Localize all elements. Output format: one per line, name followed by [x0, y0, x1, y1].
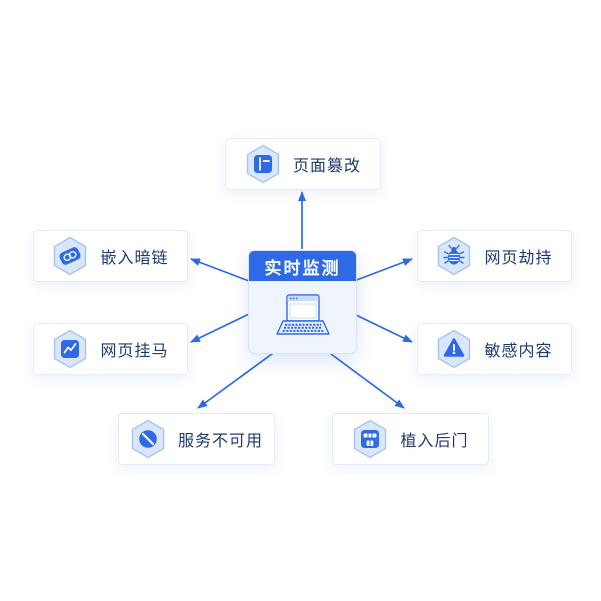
node-label: 敏感内容	[484, 343, 553, 360]
link-tag-icon	[52, 236, 88, 276]
node-page-tamper: 页面篡改	[225, 138, 381, 190]
bug-icon	[436, 236, 472, 276]
node-backdoor: 植入后门	[332, 413, 489, 465]
laptop-icon	[249, 281, 356, 353]
node-web-hijack: 网页劫持	[417, 230, 572, 282]
node-service-unavailable: 服务不可用	[118, 413, 275, 465]
arrow-to-right-upper	[353, 258, 413, 282]
arrow-to-right-lower	[353, 313, 413, 343]
node-label: 网页挂马	[100, 343, 169, 360]
ban-icon	[130, 419, 166, 459]
arrow-to-left-lower	[190, 313, 250, 343]
center-node-title: 实时监测	[249, 251, 356, 281]
arrow-to-left-upper	[190, 258, 250, 282]
node-label: 植入后门	[400, 433, 469, 450]
arrow-to-bottom-left	[197, 350, 277, 409]
arrow-to-bottom-right	[326, 350, 405, 409]
node-label: 页面篡改	[292, 158, 361, 175]
node-web-trojan: 网页挂马	[33, 323, 188, 375]
warning-triangle-icon	[436, 329, 472, 369]
storefront-icon	[352, 419, 388, 459]
node-label: 服务不可用	[177, 433, 263, 450]
layout-icon	[245, 144, 281, 184]
node-sensitive-content: 敏感内容	[417, 323, 572, 375]
node-hidden-link: 嵌入暗链	[33, 230, 188, 282]
trend-chart-icon	[52, 329, 88, 369]
center-node-realtime-monitoring: 实时监测	[248, 250, 357, 354]
node-label: 网页劫持	[484, 250, 553, 267]
node-label: 嵌入暗链	[100, 250, 169, 267]
